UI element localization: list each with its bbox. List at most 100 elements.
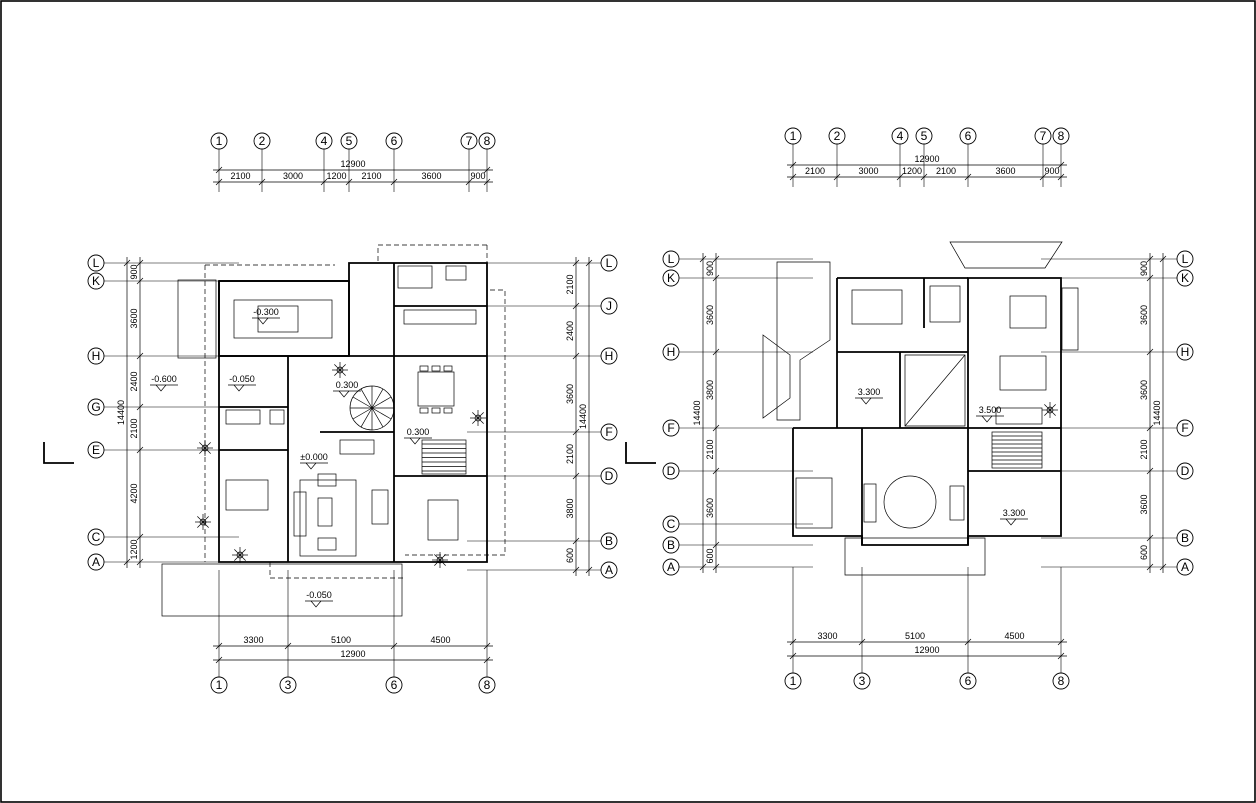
dimension-value: 3600 <box>1139 305 1149 325</box>
dimension-value: 900 <box>705 261 715 276</box>
axis-bubble-left: E <box>87 441 105 459</box>
axis-bubble-circle <box>1052 672 1070 690</box>
dimension-value: 2100 <box>936 166 956 176</box>
axis-bubble-right: D <box>1176 462 1194 480</box>
axis-bubble-left: A <box>662 558 680 576</box>
axis-bubble-circle <box>784 127 802 145</box>
axis-bubble-label: L <box>606 256 613 270</box>
dimension-value: 3800 <box>565 498 575 518</box>
dimension-value: 1200 <box>326 171 346 181</box>
dimension-tick <box>712 563 720 571</box>
level-triangle <box>257 317 269 325</box>
axis-bubble-circle <box>662 558 680 576</box>
stair-tread <box>360 388 373 409</box>
plant-leaf <box>197 521 204 528</box>
axis-bubble-left: C <box>87 528 105 546</box>
axis-bubble-circle <box>478 676 496 694</box>
stair-tread <box>360 407 373 428</box>
axis-bubble-right: L <box>1176 250 1194 268</box>
dimension-tick <box>1159 255 1167 263</box>
axis-bubble-label: D <box>605 469 614 483</box>
axis-bubble-label: A <box>1181 560 1189 574</box>
axis-bubble-label: 2 <box>834 129 841 143</box>
dimension-value: 1200 <box>902 166 922 176</box>
exterior-wall <box>792 277 1062 546</box>
axis-bubble-label: H <box>667 345 676 359</box>
axis-bubble-circle <box>853 672 871 690</box>
axis-bubble-label: 1 <box>790 674 797 688</box>
plant-icon <box>470 410 486 426</box>
level-marker: 3.300 <box>1000 508 1028 526</box>
axis-bubble-circle <box>1176 558 1194 576</box>
dimension-tick <box>258 178 266 186</box>
axis-bubble-right: H <box>600 347 618 365</box>
axis-bubble-right: B <box>600 532 618 550</box>
axis-bubble-circle <box>279 676 297 694</box>
axis-bubble-circle <box>662 250 680 268</box>
axis-bubble-label: A <box>667 560 675 574</box>
round-bed <box>883 475 937 529</box>
axis-bubble-top: 2 <box>253 132 271 150</box>
car-body <box>233 299 333 339</box>
plant-leaf <box>1049 404 1056 411</box>
dimension-tick <box>465 178 473 186</box>
dimension-tick <box>712 348 720 356</box>
plant-leaf <box>434 554 441 561</box>
dimension-tick <box>1057 638 1065 646</box>
axis-bubble-label: 8 <box>484 134 491 148</box>
plant-leaf <box>334 369 341 376</box>
axis-bubble-circle <box>600 423 618 441</box>
dimension-value: 2400 <box>565 321 575 341</box>
toilet <box>269 409 285 425</box>
stair-tread <box>352 407 373 420</box>
axis-bubble-label: H <box>1181 345 1190 359</box>
stair-tread <box>371 407 392 420</box>
axis-bubble-circle <box>600 561 618 579</box>
plant-leaf <box>234 554 241 561</box>
plant-leaf <box>334 364 341 371</box>
axis-bubble-label: 1 <box>216 134 223 148</box>
dimension-tick <box>1057 652 1065 660</box>
dimension-tick <box>215 656 223 664</box>
level-marker: 0.300 <box>333 380 361 398</box>
dimension-value: 2100 <box>230 171 250 181</box>
dimension-tick <box>136 259 144 267</box>
level-triangle <box>1005 518 1017 526</box>
car-cabin <box>257 305 299 333</box>
axis-bubble-circle <box>891 127 909 145</box>
dimension-tick <box>712 255 720 263</box>
axis-bubble-label: F <box>605 425 612 439</box>
dimension-tick <box>833 173 841 181</box>
dimension-value: 900 <box>470 171 485 181</box>
axis-bubble-top: 1 <box>784 127 802 145</box>
axis-bubble-bottom: 6 <box>959 672 977 690</box>
axis-bubble-circle <box>1052 127 1070 145</box>
plant-leaf <box>199 447 206 454</box>
axis-bubble-label: A <box>605 563 613 577</box>
axis-bubble-top: 5 <box>340 132 358 150</box>
roof-outline <box>377 244 506 556</box>
level-triangle <box>860 397 872 405</box>
plant-icon <box>1042 402 1058 418</box>
study-desk <box>1009 295 1047 329</box>
axis-bubble-label: B <box>605 534 613 548</box>
axis-bubble-right: D <box>600 467 618 485</box>
dimension-tick <box>136 277 144 285</box>
dimension-tick <box>789 161 797 169</box>
dimension-value: 600 <box>705 548 715 563</box>
dimension-tick <box>136 352 144 360</box>
axis-bubble-bottom: 6 <box>385 676 403 694</box>
axis-bubble-label: 4 <box>321 134 328 148</box>
plant-icon <box>197 440 213 456</box>
axis-bubble-top: 5 <box>915 127 933 145</box>
stair-tread <box>371 388 384 409</box>
axis-bubble-label: 1 <box>216 678 223 692</box>
plant-pot <box>201 444 209 452</box>
axis-bubble-circle <box>662 462 680 480</box>
axis-bubble-circle <box>1176 269 1194 287</box>
axis-bubble-label: 7 <box>1040 129 1047 143</box>
axis-bubble-right: B <box>1176 529 1194 547</box>
dimension-value: 2100 <box>565 274 575 294</box>
axis-bubble-bottom: 1 <box>210 676 228 694</box>
